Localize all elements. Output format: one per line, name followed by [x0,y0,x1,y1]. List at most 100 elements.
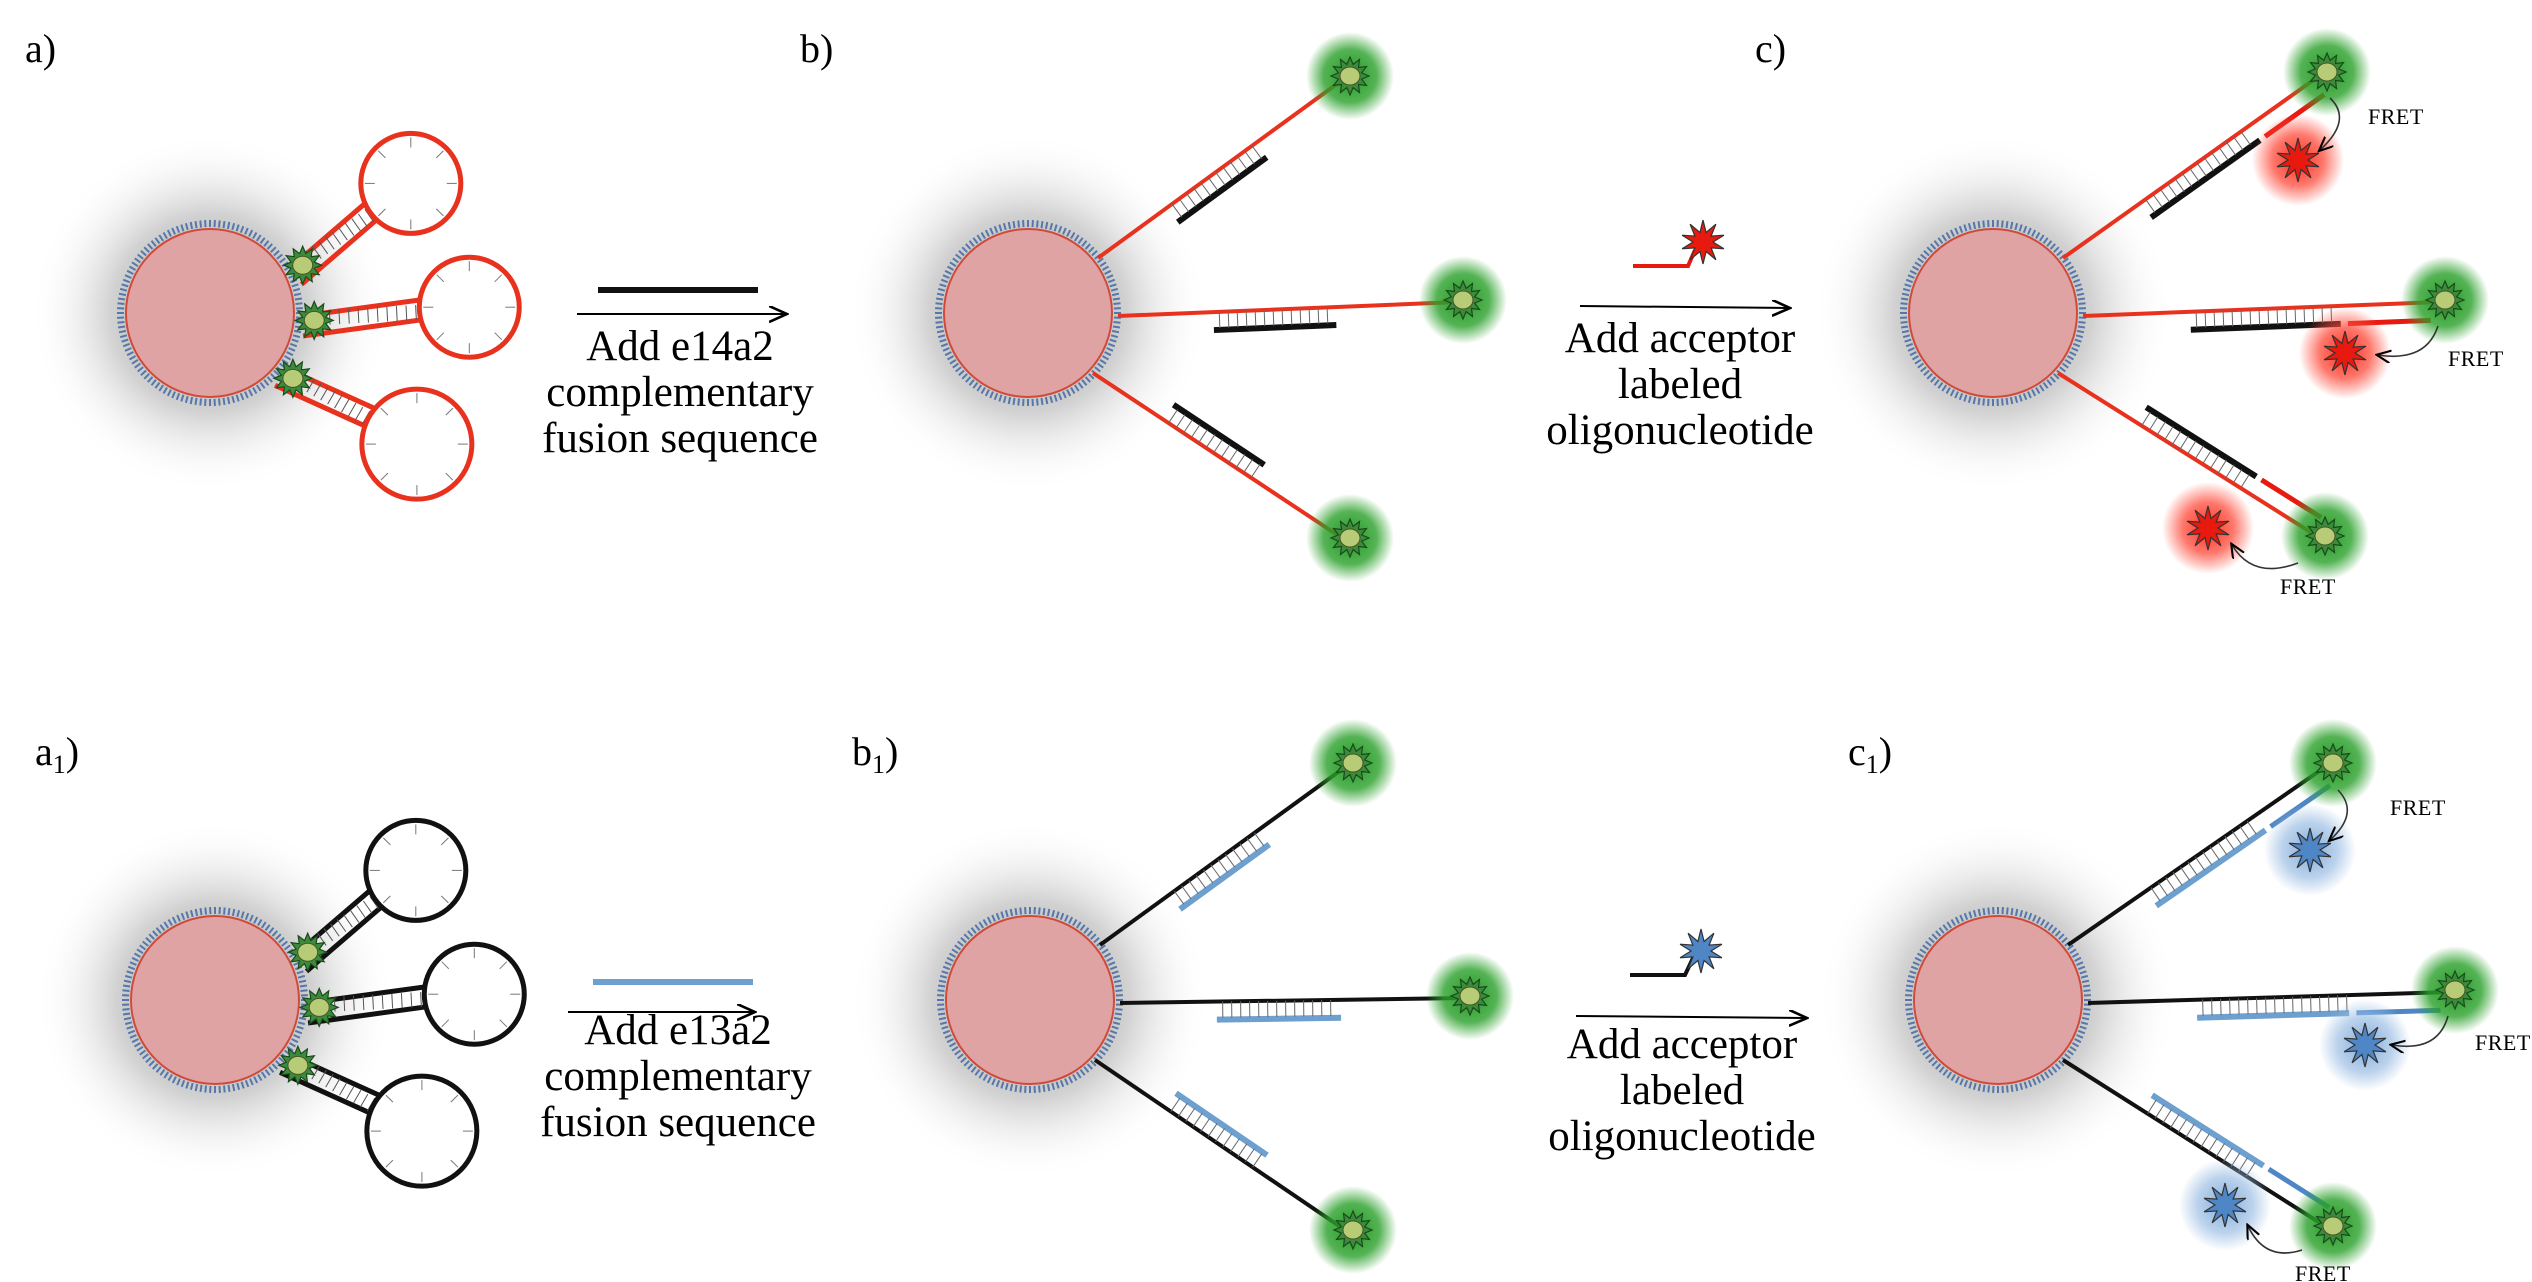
ligand [142,940,149,947]
ligand [296,970,304,975]
acceptor-fluorophore [2276,137,2320,183]
ligand [986,916,992,924]
ligand [166,229,172,237]
ligand [1912,961,1920,966]
ligand [194,908,199,917]
loop-base [441,961,450,970]
ligand [264,924,271,932]
ligand [1941,234,1948,242]
ligand [942,274,950,279]
acceptor-fluorophore [2203,1182,2247,1228]
ligand [150,240,157,247]
donor-core [2314,526,2336,546]
ligand [273,250,280,257]
probe-strand [2061,1058,2330,1230]
ligand [941,1025,949,1030]
gold-nanoparticle [945,915,1115,1085]
ligand [1009,908,1014,917]
ligand [1920,253,1927,260]
ligand [1064,1078,1069,1086]
base-pair [311,1065,320,1080]
base-pair [2194,856,2205,871]
panel-a1-hairpin-probes [35,817,527,1189]
fret-label: FRET [2448,346,2504,371]
base-pair [1181,885,1192,900]
ligand [131,1038,139,1044]
ligand [1049,395,1054,404]
ligand [1922,944,1930,951]
base-pair [306,378,315,393]
ligand [2072,278,2081,284]
ligand [1057,225,1063,234]
base-pair [2172,871,2183,886]
base-pair [395,306,398,322]
ligand [171,227,176,235]
ligand [117,321,125,324]
ligand [1935,1063,1942,1070]
ligand [942,347,950,352]
ligand [2049,376,2056,383]
ligand [1954,916,1960,924]
ligand [176,914,181,922]
ligand [2056,250,2063,257]
ligand [1987,1085,1990,1093]
ligand [194,220,198,229]
hairpin-probe [293,817,469,974]
ligand [2027,1079,2033,1088]
hybridized-arm [1096,76,1347,260]
ligand [281,940,288,947]
base-pair [343,996,346,1012]
ligand [128,265,137,271]
donor-core [2316,62,2338,82]
ligand [1103,952,1112,958]
ligand [133,1042,142,1048]
ligand [980,231,986,240]
ligand [1093,937,1100,944]
ligand [1911,355,1920,361]
ligand [1900,321,1908,324]
ligand [980,386,986,395]
ligand [1968,911,1973,919]
ligand [1017,398,1020,406]
base-pair [1215,1128,1225,1143]
ligand [1938,1066,1945,1073]
ligand [1101,1045,1109,1052]
ligand [286,1045,294,1052]
ligand [2038,384,2045,392]
ligand [2075,334,2084,339]
ligand [946,265,955,271]
ligand [952,362,960,369]
base-pair [352,995,355,1011]
ligand [2076,292,2085,297]
base-pair [2207,1138,2218,1153]
ligand [1066,389,1072,397]
ligand [1070,231,1076,240]
gold-nanoparticle [130,915,300,1085]
hairpin-loop [421,941,527,1047]
base-pair [2258,309,2261,326]
ligand [252,386,258,395]
ligand [152,1063,159,1070]
ligand [1111,292,1120,297]
ligand [2071,347,2079,352]
panel-label-c: c) [1755,26,1786,71]
ligand [1111,329,1120,334]
ligand [204,1085,207,1093]
base-pair [318,241,329,255]
donor-core [1342,1220,1364,1240]
ligand [1963,912,1969,921]
probe-strand [1117,300,1459,318]
ligand [2022,392,2028,401]
ligand [1007,221,1012,230]
ligand [951,1045,959,1052]
ligand [955,366,962,373]
base-pair [1222,166,1233,181]
fret-arrow [2320,97,2341,150]
ligand [158,234,165,242]
loop-base [440,895,449,904]
ligand [1946,921,1953,929]
acceptor-fluorophore [2323,330,2367,376]
ligand [129,1034,137,1039]
ligand [1068,1076,1074,1084]
